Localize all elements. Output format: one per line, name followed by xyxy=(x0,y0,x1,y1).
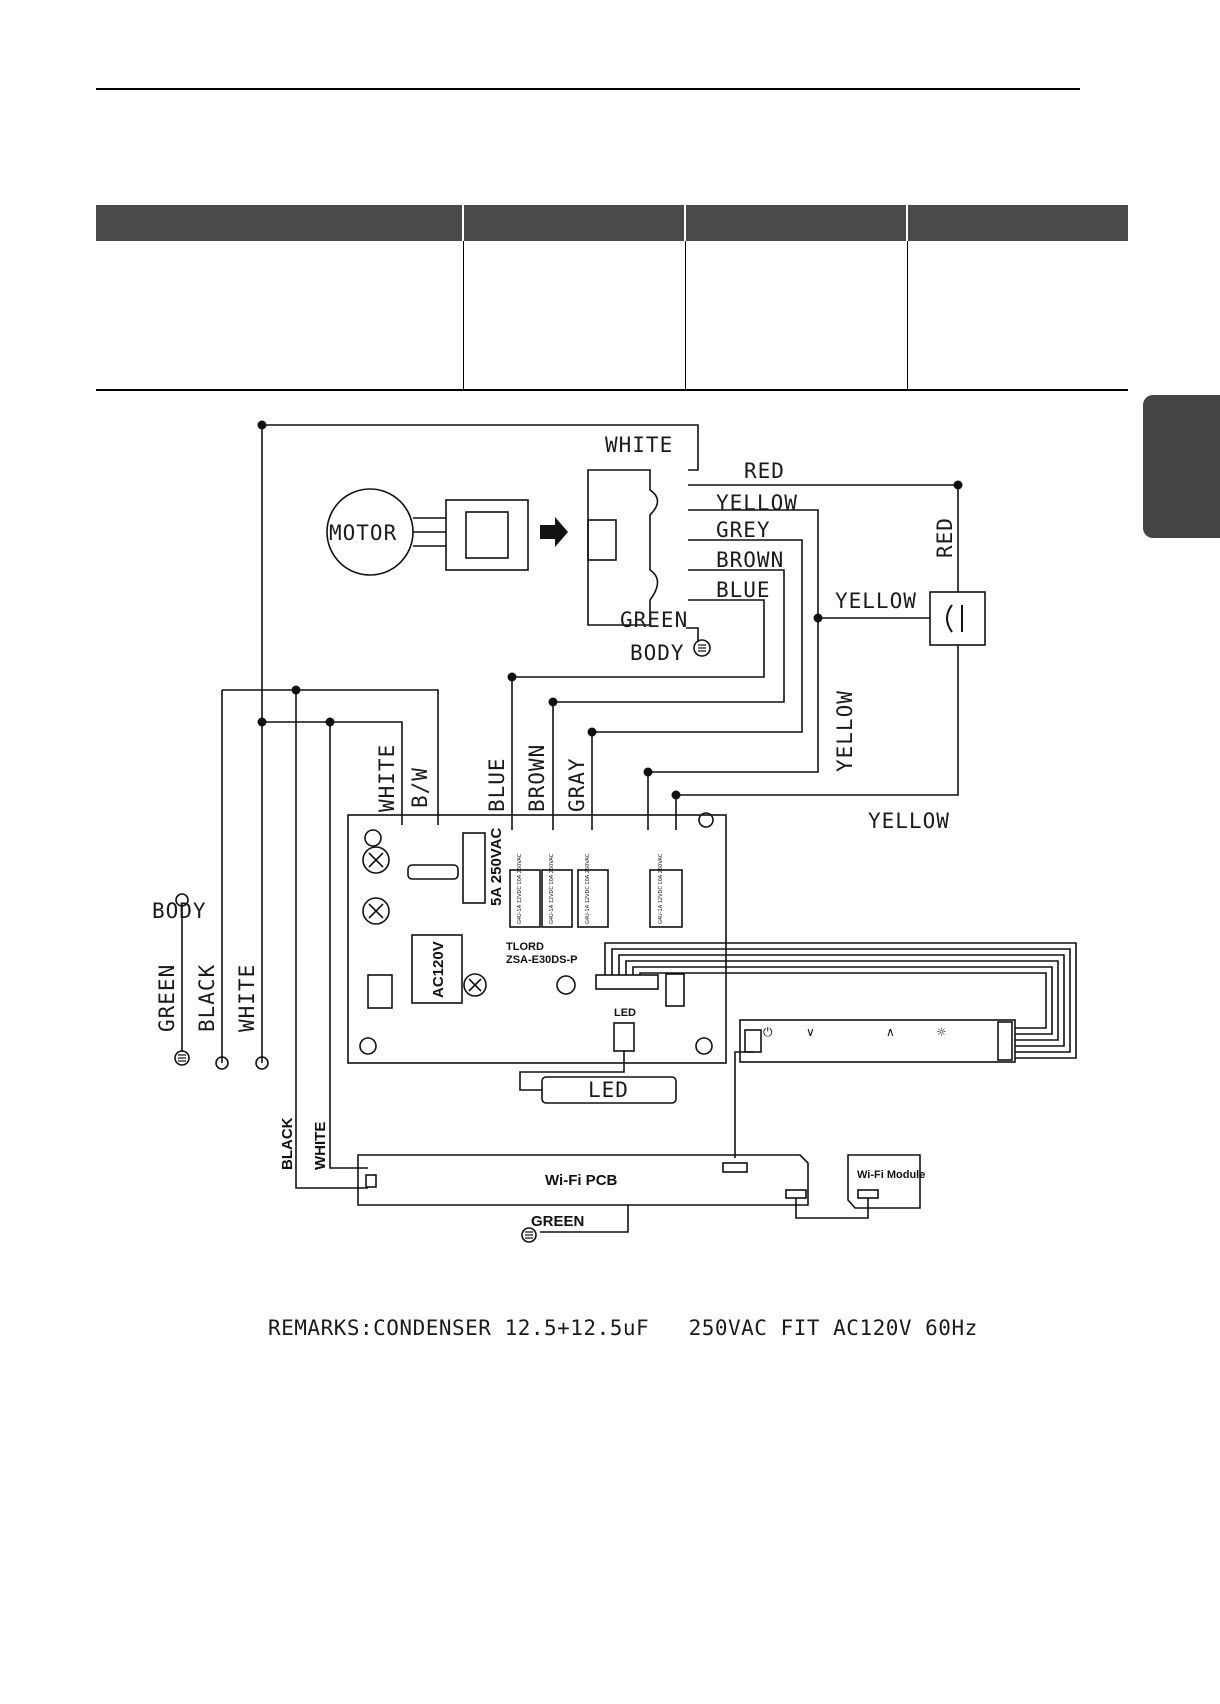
relay-4 xyxy=(649,869,683,928)
wire-display-wifi xyxy=(734,1051,753,1158)
motor-connector xyxy=(587,469,659,626)
wire-green-wifi xyxy=(540,1205,629,1233)
chapter-tab xyxy=(1143,395,1220,538)
pcb-wire-label-blue: BLUE xyxy=(485,757,509,812)
wire-label-white: WHITE xyxy=(605,433,673,457)
terminal-icon xyxy=(255,1056,269,1070)
fuse xyxy=(462,832,486,904)
capacitor-pcb xyxy=(411,934,463,1004)
wifi-wire-label-white: WHITE xyxy=(312,1122,329,1170)
relay-3 xyxy=(577,869,609,928)
ribbon-connector xyxy=(595,974,659,990)
wire-label-green: GREEN xyxy=(620,608,688,632)
wire-brown xyxy=(552,569,785,830)
label-body: BODY xyxy=(630,641,685,665)
pcb-wire-label-brown: BROWN xyxy=(525,744,549,812)
wifi-module xyxy=(847,1154,921,1209)
wire-yellow-bottom xyxy=(675,645,959,830)
terminal-icon xyxy=(215,1056,229,1070)
input-label-green: GREEN xyxy=(155,964,179,1032)
wire-black-wifi xyxy=(295,690,368,1189)
input-label-body: BODY xyxy=(152,899,207,923)
light-icon: ☼ xyxy=(936,1025,947,1039)
capacitor xyxy=(929,591,986,646)
wifi-module-label: Wi-Fi Module xyxy=(857,1169,925,1181)
table-cell xyxy=(96,241,464,391)
wire-label-blue: BLUE xyxy=(716,578,771,602)
wire-grey xyxy=(591,539,803,830)
table-cell xyxy=(907,241,1128,391)
wire-yellow xyxy=(647,509,819,830)
pcb-voltage-label: AC120V xyxy=(430,941,447,998)
wifi-wire-label-black: BLACK xyxy=(279,1117,296,1170)
power-icon: ⏻ xyxy=(763,1025,773,1039)
table-header-cell xyxy=(907,205,1128,241)
wire-blue xyxy=(511,599,765,830)
fuse-label: 5A 250VAC xyxy=(488,827,505,906)
wire-green xyxy=(686,627,699,642)
wifi-pcb xyxy=(357,1154,809,1206)
relay-2 xyxy=(541,869,573,928)
wire-white-pcb xyxy=(262,721,403,825)
table-row xyxy=(96,241,1128,391)
table-header-cell xyxy=(685,205,908,241)
pcb-model-label: ZSA-E30DS-P xyxy=(506,954,578,966)
motor-plug xyxy=(445,499,529,571)
input-label-white: WHITE xyxy=(235,964,259,1032)
table-header-cell xyxy=(96,205,464,241)
terminal-icon xyxy=(175,893,189,907)
led-box xyxy=(541,1076,677,1104)
pcb-wire-label-bw: B/W xyxy=(408,767,432,808)
cap-label-yellow-bottom: YELLOW xyxy=(868,809,950,833)
wire-label-grey: GREY xyxy=(716,518,771,542)
chevron-down-icon: ∨ xyxy=(806,1025,815,1039)
ground-icon xyxy=(693,639,711,657)
cap-label-yellow: YELLOW xyxy=(835,589,917,613)
wire-label-brown: BROWN xyxy=(716,548,784,572)
pcb-brand-label: TLORD xyxy=(506,941,544,953)
pcb-wire-label-gray: GRAY xyxy=(565,757,589,812)
wire-label-yellow: YELLOW xyxy=(716,491,798,515)
input-label-black: BLACK xyxy=(195,964,219,1032)
cap-label-red: RED xyxy=(933,517,957,558)
spec-table-header-row xyxy=(96,205,1128,241)
remarks-text: REMARKS:CONDENSER 12.5+12.5uF 250VAC FIT… xyxy=(268,1316,978,1340)
wire-white-top xyxy=(262,424,699,471)
relay-4-text: G4U-1A 12VDC 10A 250VAC xyxy=(658,853,664,924)
ground-icon xyxy=(521,1227,537,1243)
chevron-up-icon: ∧ xyxy=(886,1025,895,1039)
header-rule xyxy=(96,88,1080,90)
table-header-cell xyxy=(463,205,686,241)
ground-icon xyxy=(174,1050,190,1066)
relay-1 xyxy=(509,869,541,928)
motor-label: MOTOR xyxy=(329,521,397,545)
table-cell xyxy=(685,241,908,391)
relay-1-text: G4U-1A 12VDC 10A 250VAC xyxy=(517,853,523,924)
relay-2-text: G4U-1A 12VDC 10A 250VAC xyxy=(549,853,555,924)
led-connector xyxy=(613,1022,635,1052)
pcb-wire-label-white: WHITE xyxy=(375,744,399,812)
wire-label-red: RED xyxy=(744,459,785,483)
capacitor-symbol-icon xyxy=(946,604,963,633)
pcb-led-connector-label: LED xyxy=(614,1007,636,1019)
relay-3-text: G4U-1A 12VDC 10A 250VAC xyxy=(585,853,591,924)
arrow-icon xyxy=(540,517,568,547)
motor-plug-inner xyxy=(465,511,509,559)
display-board xyxy=(739,1019,1016,1063)
spec-table xyxy=(96,205,1128,391)
wire-white-wifi xyxy=(329,722,368,1169)
wifi-pcb-label: Wi-Fi PCB xyxy=(545,1172,618,1189)
main-pcb xyxy=(347,814,727,1064)
table-cell xyxy=(463,241,686,391)
led-box-label: LED xyxy=(588,1078,629,1102)
wifi-green-label: GREEN xyxy=(531,1213,584,1230)
cap-label-yellow-vertical: YELLOW xyxy=(833,690,857,772)
